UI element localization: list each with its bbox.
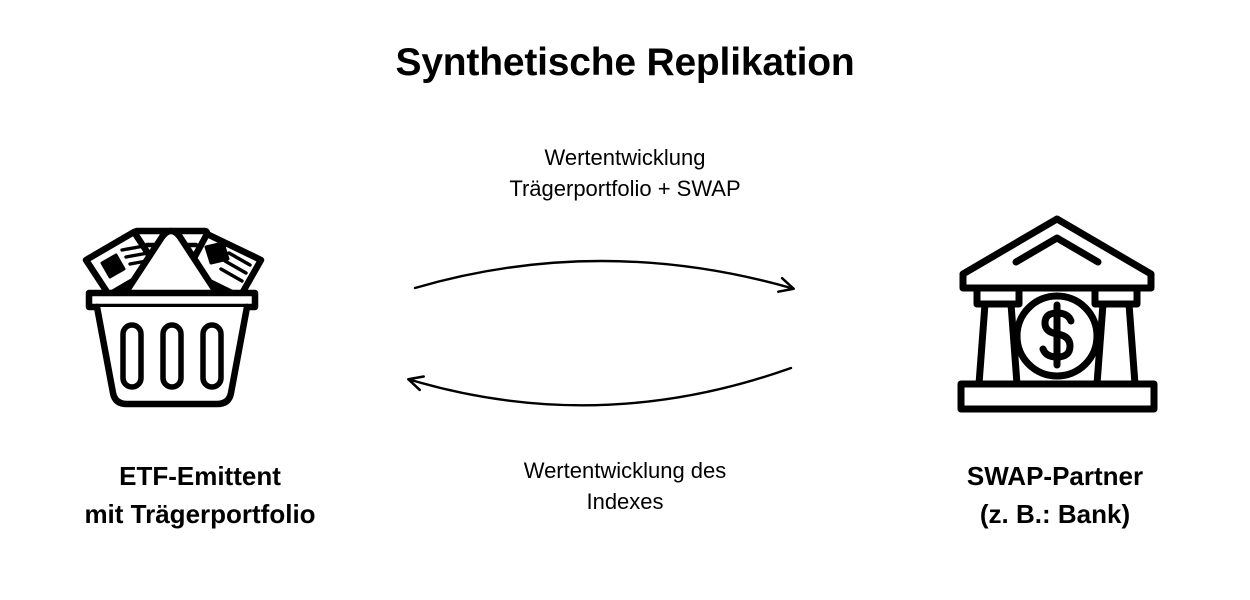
arrow-top-to-swap-partner [413, 259, 795, 293]
node-caption-etf-issuer-line-2: mit Trägerportfolio [84, 498, 316, 529]
flow-label-top-line-1: Wertentwicklung [544, 145, 706, 170]
node-caption-swap-partner: SWAP-Partner (z. B.: Bank) [880, 458, 1230, 533]
flow-arrows [395, 240, 815, 430]
shopping-basket-icon [78, 215, 303, 420]
bank-icon [955, 212, 1160, 417]
basket-handle [120, 227, 222, 299]
pediment-roof [959, 215, 1155, 292]
node-caption-swap-partner-line-1: SWAP-Partner [966, 461, 1144, 491]
node-caption-swap-partner-line-2: (z. B.: Bank) [979, 498, 1131, 529]
base-platform [957, 380, 1158, 413]
flow-label-bottom-line-1: Wertentwicklung des [523, 458, 727, 483]
dollar-coin [1013, 292, 1101, 380]
column-left [973, 284, 1023, 388]
flow-label-bottom: Wertentwicklung des Indexes [415, 455, 835, 517]
flow-label-bottom-line-2: Indexes [586, 489, 664, 515]
page-title: Synthetische Replikation [395, 41, 855, 84]
flow-label-top: Wertentwicklung Trägerportfolio + SWAP [415, 142, 835, 204]
node-caption-etf-issuer: ETF-Emittent mit Trägerportfolio [20, 458, 380, 533]
column-right [1091, 284, 1141, 388]
node-caption-etf-issuer-line-1: ETF-Emittent [119, 461, 281, 491]
basket-slot [120, 322, 224, 390]
inner-chevron [1012, 234, 1102, 266]
flow-label-top-line-2: Trägerportfolio + SWAP [509, 176, 741, 202]
arrow-bottom-to-etf-issuer [407, 366, 793, 407]
